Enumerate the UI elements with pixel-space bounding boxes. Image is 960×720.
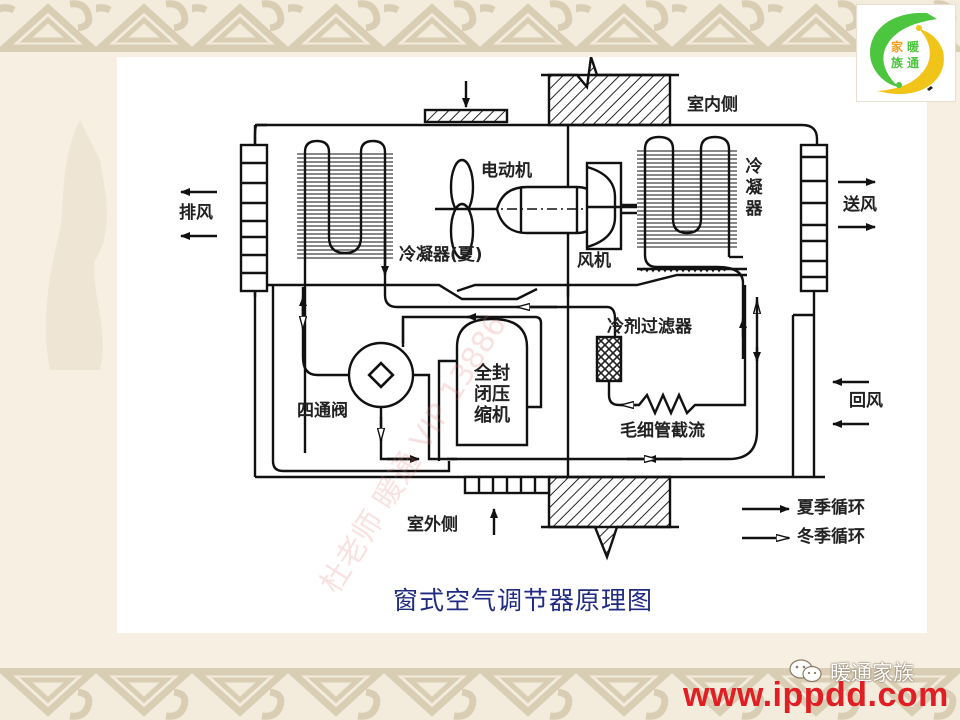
legend-winter-cycle: 冬季循环 — [797, 527, 865, 547]
label-motor: 电动机 — [481, 161, 532, 181]
logo-char-zu: 族 — [891, 56, 904, 70]
label-indoor-side: 室内侧 — [687, 95, 738, 115]
logo-swoosh-icon — [870, 12, 944, 95]
brand-logo: 家 暖 族 通 — [856, 4, 956, 102]
logo-char-tong: 通 — [907, 56, 920, 70]
label-evaporator: 冷凝器 — [745, 157, 763, 219]
label-outdoor-side: 室外侧 — [407, 515, 458, 535]
logo-char-jia: 家 — [891, 40, 904, 54]
decorative-border-top — [0, 0, 960, 52]
label-supply-air: 送风 — [843, 195, 877, 215]
legend-summer-cycle: 夏季循环 — [797, 498, 865, 518]
label-capillary-throttle: 毛细管截流 — [620, 421, 705, 441]
wechat-account-name: 暖通家族 — [830, 661, 914, 685]
label-exhaust-air: 排风 — [179, 203, 213, 223]
wechat-icon — [789, 659, 822, 683]
diagram-panel: 杜老师 暖通 VIP 13886 室内侧 排风 送风 回风 电动机 冷凝器(夏)… — [117, 57, 927, 633]
background-silhouette — [45, 120, 107, 370]
diagram-title: 窗式空气调节器原理图 — [393, 586, 654, 615]
logo-char-nuan: 暖 — [907, 40, 920, 54]
label-condenser-summer: 冷凝器(夏) — [399, 245, 483, 265]
label-return-air: 回风 — [849, 391, 883, 411]
label-four-way-valve: 四通阀 — [297, 401, 348, 421]
label-refrigerant-filter: 冷剂过滤器 — [607, 317, 692, 337]
website-url[interactable]: www.ippdd.com — [683, 676, 949, 714]
air-conditioner-schematic — [180, 57, 876, 561]
label-fan: 风机 — [577, 251, 611, 271]
label-compressor: 全封闭压缩机 — [474, 363, 510, 426]
